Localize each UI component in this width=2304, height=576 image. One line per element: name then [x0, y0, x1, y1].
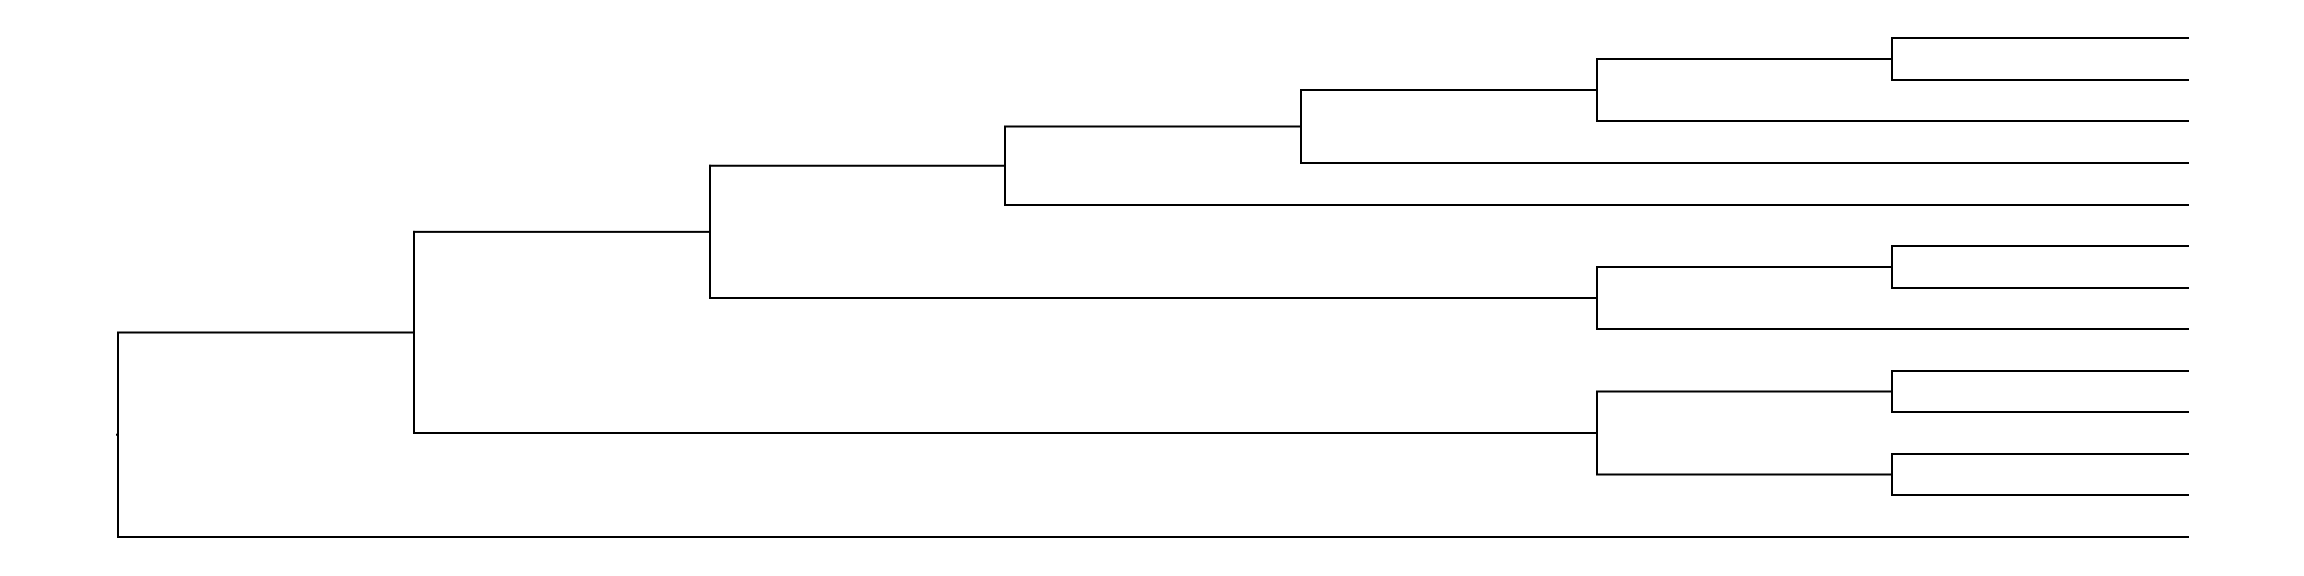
dendrogram-branches — [116, 37, 2189, 538]
